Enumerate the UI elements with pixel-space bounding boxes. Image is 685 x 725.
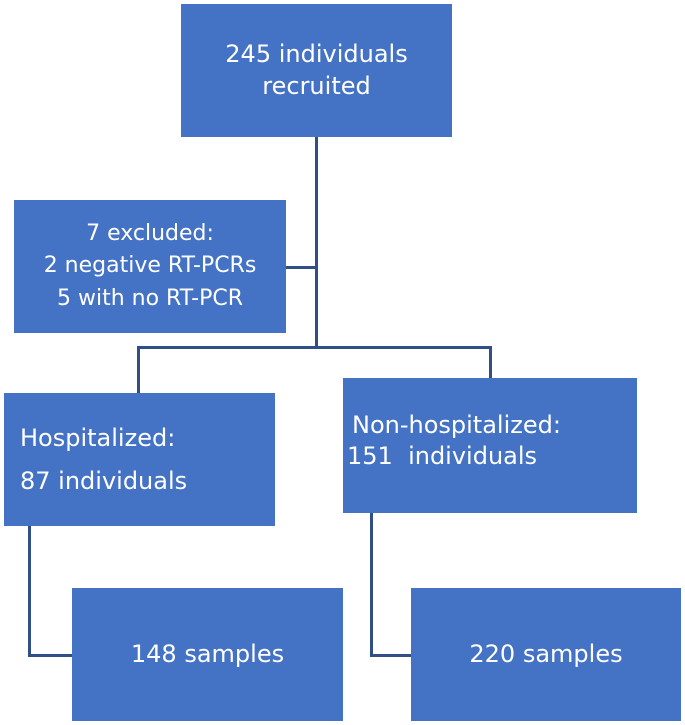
excluded-box: 7 excluded: 2 negative RT-PCRs 5 with no… <box>14 200 286 333</box>
hospitalized-count: 87 individuals <box>20 467 188 496</box>
non-hospitalized-samples-count: 220 samples <box>469 639 623 668</box>
recruited-count: 245 individuals <box>225 40 408 69</box>
connector-nonhosp-to-samples <box>370 654 411 657</box>
connector-to-non-hospitalized <box>489 346 492 378</box>
connector-recruited-trunk <box>315 137 318 348</box>
connector-hosp-down <box>28 526 31 657</box>
connector-excluded-branch <box>286 266 317 269</box>
recruited-box: 245 individuals recruited <box>181 4 452 137</box>
recruited-label: recruited <box>262 71 371 100</box>
non-hospitalized-samples-box: 220 samples <box>411 588 681 721</box>
excluded-negative-rtpcr: 2 negative RT-PCRs <box>43 253 257 279</box>
hospitalized-samples-count: 148 samples <box>130 639 285 668</box>
hospitalized-samples-box: 148 samples <box>72 588 343 721</box>
excluded-count: 7 excluded: <box>86 220 214 246</box>
connector-nonhosp-down <box>370 513 373 657</box>
excluded-no-rtpcr: 5 with no RT-PCR <box>56 285 243 311</box>
connector-to-hospitalized <box>137 346 140 393</box>
hospitalized-box: Hospitalized: 87 individuals <box>4 393 275 526</box>
non-hospitalized-label: Non-hospitalized: <box>352 411 561 439</box>
connector-split-horizontal <box>137 346 492 349</box>
hospitalized-label: Hospitalized: <box>20 424 176 452</box>
connector-hosp-to-samples <box>28 654 72 657</box>
non-hospitalized-count: 151 individuals <box>347 442 538 471</box>
non-hospitalized-box: Non-hospitalized: 151 individuals <box>343 378 637 513</box>
